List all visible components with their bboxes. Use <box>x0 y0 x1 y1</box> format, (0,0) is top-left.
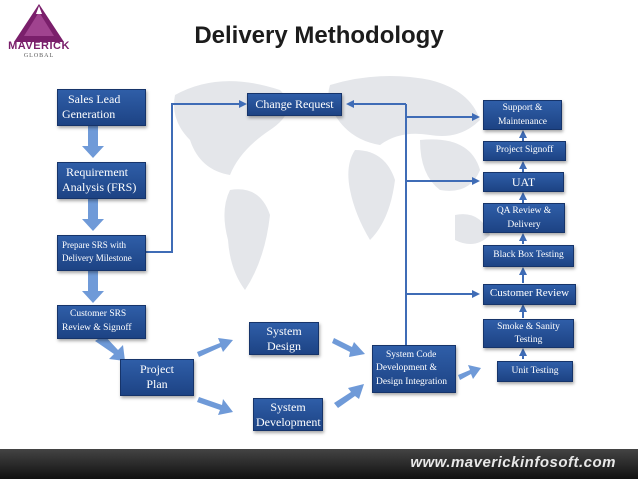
maverick-logo-icon <box>14 4 64 42</box>
box-unit-testing: Unit Testing <box>497 361 573 382</box>
box-line: Generation <box>62 107 116 121</box>
box-line: Delivery <box>507 219 541 230</box>
page-title: Delivery Methodology <box>194 22 444 49</box>
box-line: Black Box Testing <box>493 250 564 260</box>
box-line: Review & Signoff <box>62 322 132 333</box>
box-line: Delivery Milestone <box>62 253 132 264</box>
box-line: Change Request <box>255 97 334 111</box>
box-uat: UAT <box>483 172 564 192</box>
box-customer-review: Customer Review <box>483 284 576 305</box>
box-line: Prepare SRS with <box>62 240 126 250</box>
box-change-request: Change Request <box>247 93 342 116</box>
box-line: UAT <box>511 175 536 189</box>
box-qa-review-delivery: QA Review & Delivery <box>483 203 565 233</box>
footer-bar: www.maverickinfosoft.com <box>0 449 638 479</box>
box-line: Smoke & Sanity <box>497 322 560 332</box>
box-customer-srs-review: Customer SRS Review & Signoff <box>57 305 146 339</box>
box-line: Unit Testing <box>511 366 559 376</box>
box-project-signoff: Project Signoff <box>483 141 566 161</box>
arrow-development-to-code <box>334 384 364 408</box>
box-line: QA Review & <box>496 206 552 216</box>
arrow-code-to-unit <box>458 365 481 380</box>
connector-srs-to-change <box>146 100 247 253</box>
box-line: Development <box>256 415 321 429</box>
box-line: Project Signoff <box>495 145 554 155</box>
box-line: Customer SRS <box>70 309 127 319</box>
box-line: Support & <box>502 103 543 113</box>
box-line: Project <box>140 362 174 376</box>
box-system-code-development: System Code Development & Design Integra… <box>372 345 456 393</box>
logo-subtitle: GLOBAL <box>23 53 55 59</box>
arrow-plan-to-development <box>197 397 233 415</box>
box-line: Customer Review <box>489 287 570 299</box>
box-project-plan: Project Plan <box>120 359 194 396</box>
box-line: Design <box>267 339 301 353</box>
box-system-development: System Development <box>253 398 323 431</box>
box-line: Testing <box>514 335 543 346</box>
diag-arrow-to-plan <box>95 335 125 361</box>
box-sales-lead-generation: Sales Lead Generation <box>57 89 146 126</box>
arrow-design-to-code <box>332 338 365 357</box>
box-line: Requirement <box>66 165 128 179</box>
box-black-box-testing: Black Box Testing <box>483 245 574 267</box>
box-line: Design Integration <box>376 376 447 387</box>
box-line: System Code <box>386 350 437 360</box>
box-line: Sales Lead <box>68 92 121 106</box>
footer-url: www.maverickinfosoft.com <box>410 454 616 471</box>
box-line: System <box>270 400 306 414</box>
logo-name: MAVERICK <box>8 40 70 52</box>
down-arrow-3 <box>82 271 104 303</box>
box-prepare-srs: Prepare SRS with Delivery Milestone <box>57 235 146 271</box>
box-line: Analysis (FRS) <box>62 180 137 194</box>
box-smoke-sanity-testing: Smoke & Sanity Testing <box>483 319 574 348</box>
box-requirement-analysis: Requirement Analysis (FRS) <box>57 162 146 199</box>
box-system-design: System Design <box>249 322 319 355</box>
box-line: Maintenance <box>497 116 548 127</box>
box-line: System <box>266 324 302 338</box>
box-line: Development & <box>376 363 437 374</box>
box-support-maintenance: Support & Maintenance <box>483 100 562 130</box>
box-line: Plan <box>146 377 168 391</box>
down-arrow-2 <box>82 199 104 231</box>
down-arrow-1 <box>82 126 104 158</box>
arrow-plan-to-design <box>197 338 233 357</box>
